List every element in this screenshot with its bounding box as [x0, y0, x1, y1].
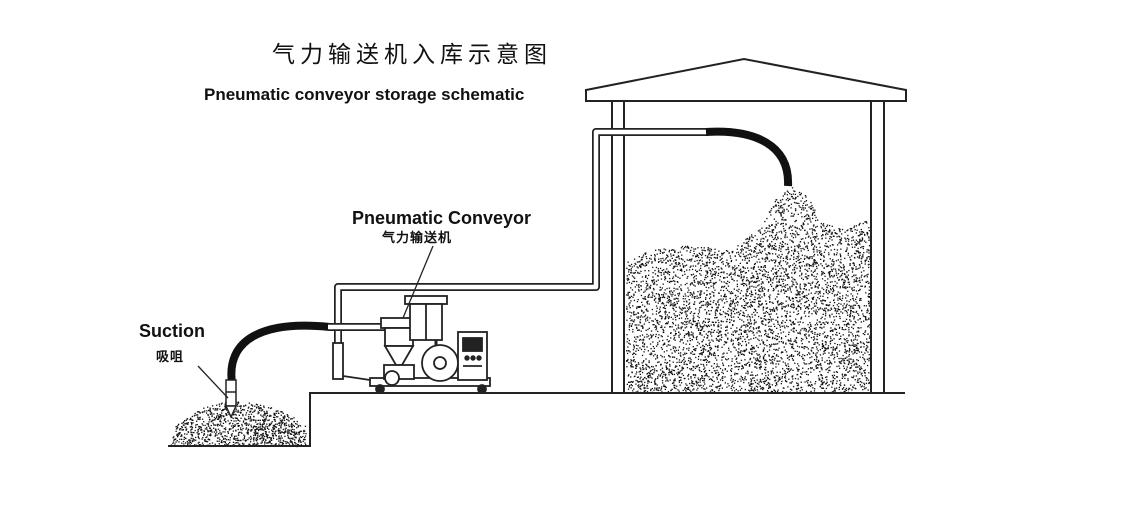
suction-leader-line: [198, 366, 228, 398]
valve-wheel: [385, 371, 399, 385]
title-english: Pneumatic conveyor storage schematic: [204, 86, 524, 103]
cyclone-cone: [385, 346, 413, 365]
source-grain-pile: [171, 400, 308, 447]
ground-line: [168, 393, 905, 446]
pneumatic-conveyor-machine: [333, 296, 490, 393]
warehouse-left-post: [612, 101, 624, 393]
outlet-hose: [706, 132, 788, 186]
conveyor-label-chinese: 气力输送机: [382, 232, 452, 245]
suction-hose: [231, 326, 330, 383]
cyclone-body: [385, 328, 413, 346]
suction-label-chinese: 吸咀: [156, 351, 184, 364]
warehouse-roof: [586, 59, 906, 101]
machine-wheel: [478, 385, 486, 393]
storage-grain-pile: [626, 187, 871, 393]
conveyor-label-english: Pneumatic Conveyor: [352, 209, 531, 227]
control-panel: [463, 338, 482, 351]
machine-wheel: [376, 385, 384, 393]
title-chinese: 气力输送机入库示意图: [272, 44, 552, 67]
warehouse-right-post: [871, 101, 884, 393]
suction-label-english: Suction: [139, 322, 205, 340]
